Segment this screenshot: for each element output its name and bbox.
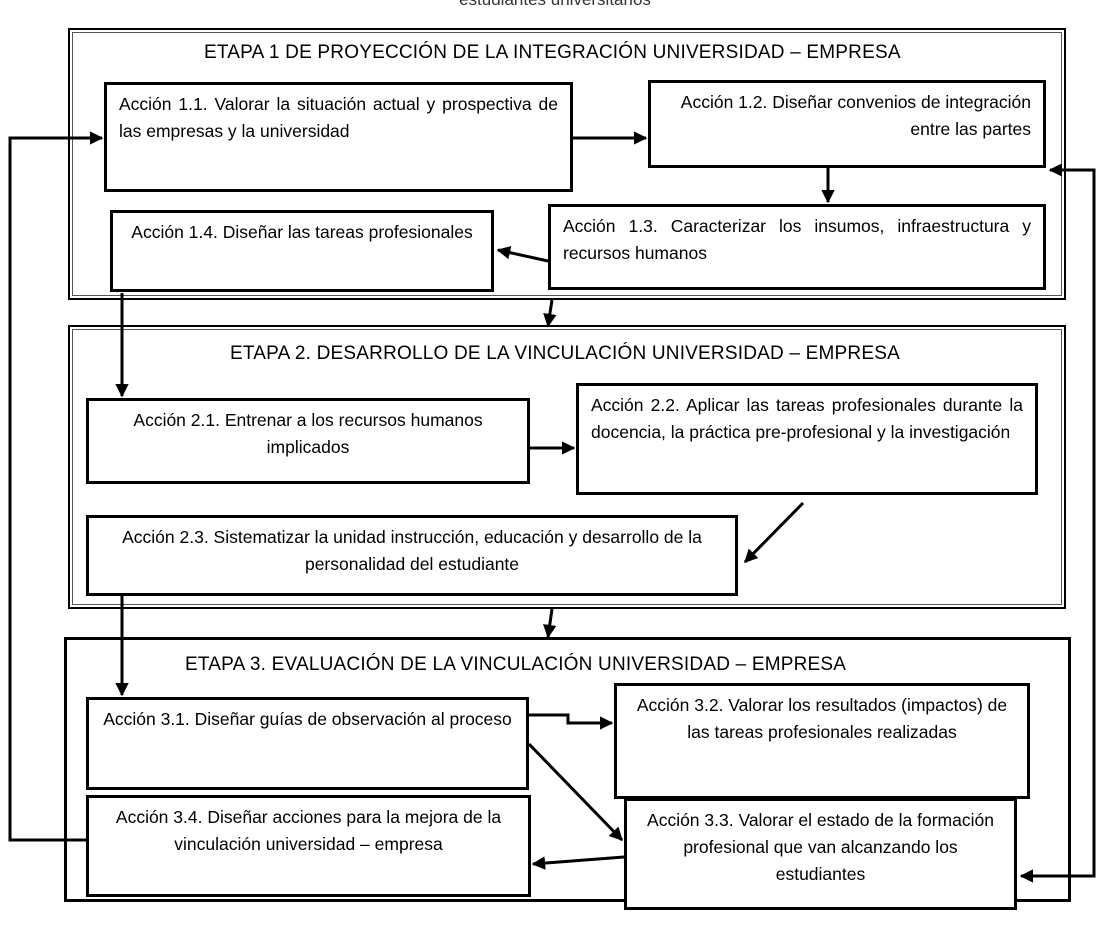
- action-2-1: Acción 2.1. Entrenar a los recursos huma…: [86, 398, 530, 484]
- arrow-stage-1-to-2: [543, 299, 557, 328]
- stage-2-title: ETAPA 2. DESARROLLO DE LA VINCULACIÓN UN…: [230, 343, 900, 364]
- action-1-1: Acción 1.1. Valorar la situación actual …: [104, 82, 573, 192]
- stage-3-title: ETAPA 3. EVALUACIÓN DE LA VINCULACIÓN UN…: [185, 654, 847, 675]
- action-2-3: Acción 2.3. Sistematizar la unidad instr…: [86, 515, 738, 596]
- action-1-2: Acción 1.2. Diseñar convenios de integra…: [648, 80, 1046, 168]
- action-3-3: Acción 3.3. Valorar el estado de la form…: [624, 798, 1017, 910]
- arrow-stage-2-to-3: [543, 608, 557, 639]
- action-3-1: Acción 3.1. Diseñar guías de observación…: [86, 697, 529, 790]
- action-1-4: Acción 1.4. Diseñar las tareas profesion…: [110, 210, 494, 292]
- header-fragment: estudiantes universitarios: [0, 0, 1110, 10]
- action-3-4: Acción 3.4. Diseñar acciones para la mej…: [86, 795, 531, 897]
- action-3-2: Acción 3.2. Valorar los resultados (impa…: [614, 683, 1030, 799]
- action-1-3: Acción 1.3. Caracterizar los insumos, in…: [548, 204, 1046, 290]
- action-2-2: Acción 2.2. Aplicar las tareas profesion…: [576, 383, 1038, 495]
- stage-1-title: ETAPA 1 DE PROYECCIÓN DE LA INTEGRACIÓN …: [204, 42, 901, 63]
